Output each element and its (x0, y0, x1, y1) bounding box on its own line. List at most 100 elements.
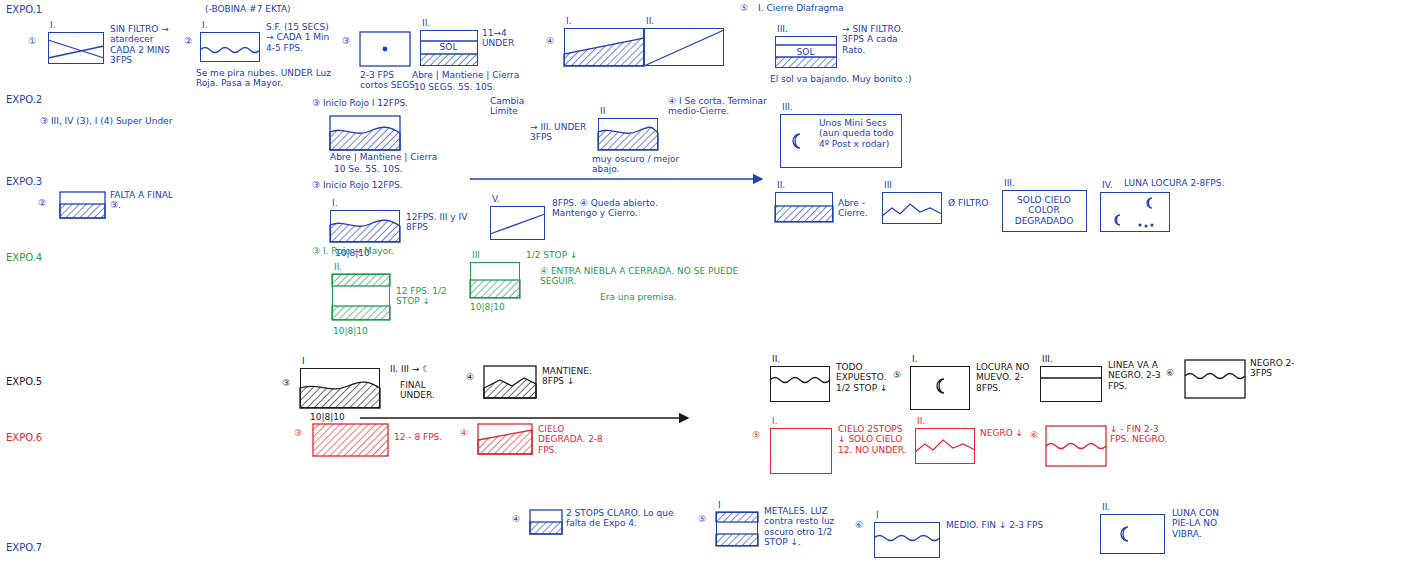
frame-box: I. (910, 366, 970, 410)
frame-number: II. (646, 16, 654, 26)
frame-box: II. (915, 428, 975, 464)
frame-number: IV. (1102, 180, 1113, 190)
note-text: MEDIO. FIN ↓ 2-3 FPS (946, 520, 1043, 530)
frame-box: II. (644, 28, 724, 66)
frame-number: I (302, 356, 305, 366)
frame-number: I. (912, 354, 918, 364)
note-text: ④ (460, 428, 468, 438)
note-text: El sol va bajando. Muy bonito :) (770, 74, 920, 84)
note-text: I. Cierre Diafragma (758, 3, 843, 13)
note-text: 12 - 8 FPS. (394, 432, 442, 442)
note-text: → III. UNDER 3FPS (530, 122, 592, 143)
frame-number: II. (772, 354, 780, 364)
note-text: 10 Se. 5S. 10S. (334, 164, 402, 174)
note-text: MANTIENE. 8FPS ↓ (542, 366, 602, 387)
frame-number: I. (566, 16, 572, 26)
note-text: NEGRO 2-3FPS (1250, 358, 1300, 379)
note-text: Era una premisa. (600, 292, 677, 302)
note-text: FINAL UNDER. (400, 380, 460, 401)
note-text: ④ I Se corta. Terminar medio-Cierre. (668, 96, 768, 117)
frame-number: I. (772, 416, 778, 426)
note-text: Ø FILTRO (948, 198, 998, 208)
note-text: ⑥ (1166, 368, 1174, 378)
frame-box: I. (564, 28, 644, 66)
note-text: TODO EXPUESTO. 1/2 STOP ↓ (836, 362, 890, 393)
frame-box: I. (770, 428, 832, 474)
frame-number: II. (422, 18, 430, 28)
note-text: 1/2 STOP ↓ (526, 250, 577, 260)
frame-box: III.SOL (775, 36, 837, 68)
note-text: 8FPS. ④ Queda abierto. Mantengo y Cierro… (552, 198, 682, 219)
note-text: ④ (512, 514, 520, 524)
section-heading: EXPO.4 (6, 252, 42, 264)
note-text: 10|8|10 (333, 326, 368, 336)
frame-box: I. (48, 32, 104, 64)
frame-box: I (716, 512, 758, 546)
note-text: LUNA LOCURA 2-8FPS. (1124, 178, 1224, 188)
frame-number: II. (334, 262, 342, 272)
note-text: ③ (282, 378, 290, 388)
frame-box: II. (1100, 514, 1165, 554)
note-text: Cambia Limite (490, 96, 545, 117)
frame-number: III. (1042, 354, 1053, 364)
section-heading: EXPO.3 (6, 176, 42, 188)
frame-number: II. (1102, 502, 1110, 512)
frame-box: I. (200, 32, 260, 62)
section-heading: EXPO.2 (6, 94, 42, 106)
note-text: Se me pira nubes. UNDER Luz Roja. Pasa a… (196, 68, 346, 89)
frame-box: IV. (1100, 192, 1170, 232)
note-text: ⑥ (855, 520, 863, 530)
frame-number: III. (1004, 178, 1015, 188)
note-text: 12 FPS. 1/2 STOP ↓ (396, 286, 458, 307)
note-text: Abre - Cierre. (838, 198, 880, 219)
note-text: ③ (342, 36, 350, 46)
note-text: 11→4 UNDER (482, 28, 524, 49)
frame-box: I. (330, 210, 400, 242)
note-text: CIELO 2STOPS ↓ SOLO CIELO 12. NO UNDER. (838, 424, 910, 455)
note-text: 10|8|10 (310, 412, 345, 422)
frame-box: III.Unos Mini Secs (aun queda todo 4º Po… (780, 114, 902, 168)
note-text: ② (38, 198, 46, 208)
frame-number: I. (50, 20, 56, 30)
frame-number: II (600, 106, 605, 116)
note-text: ⑤ (752, 430, 760, 440)
section-heading: EXPO.5 (6, 376, 42, 388)
frame-box: II. (332, 274, 390, 320)
note-text: LOCURA NO MUEVO. 2-8FPS. (976, 362, 1036, 393)
note-text: ④ ENTRA NIEBLA A CERRADA. NO SE PUEDE SE… (540, 266, 760, 287)
frame-number: II. (917, 416, 925, 426)
note-text: ③ Inicio Rojo I 12FPS. (312, 98, 408, 108)
frame-text: SOL (421, 42, 476, 52)
frame-box: V. (490, 206, 545, 240)
note-text: FALTA A FINAL ③. (110, 190, 185, 211)
note-text: → SIN FILTRO. 3FPS A cada Rato. (842, 24, 904, 55)
frame-box: II. (770, 366, 830, 402)
note-text: muy oscuro / mejor abajo. (592, 154, 702, 175)
frame-text: SOLO CIELO COLOR DEGRADADO (1006, 195, 1082, 226)
note-text: Abre | Mantiene | Cierra (412, 70, 519, 80)
note-text: NEGRO ↓ (980, 428, 1023, 438)
note-text: S.F. (15 SECS) → CADA 1 Min 4-5 FPS. (266, 22, 338, 53)
frame-number: V. (492, 194, 500, 204)
note-text: ③ (294, 428, 302, 438)
frame-text: Unos Mini Secs (aun queda todo 4º Post x… (819, 118, 899, 149)
note-text: ⑤ (698, 514, 706, 524)
note-text: ⑤ (740, 3, 748, 13)
frame-box: III (882, 192, 942, 224)
note-text: ① (28, 36, 36, 46)
frame-number: I. (202, 20, 208, 30)
note-text: (-BOBINA #7 EKTA) (205, 4, 291, 14)
frame-number: I. (332, 198, 338, 208)
note-text: 2-3 FPS cortos SEGS (360, 70, 420, 91)
note-text: 12FPS. III y IV 8FPS (406, 212, 486, 233)
frame-box: III.SOLO CIELO COLOR DEGRADADO (1002, 190, 1087, 232)
note-text: ⑥ (1030, 430, 1038, 440)
frame-text: SOL (776, 47, 835, 57)
frame-number: III (472, 250, 480, 260)
frame-box: II (598, 118, 658, 150)
frame-number: I (718, 500, 721, 510)
frame-box: II. (775, 192, 833, 222)
note-text: SIN FILTRO → atardecer CADA 2 MINS 3FPS (110, 24, 180, 65)
frame-box: I (300, 368, 380, 408)
frame-number: II. (777, 180, 785, 190)
